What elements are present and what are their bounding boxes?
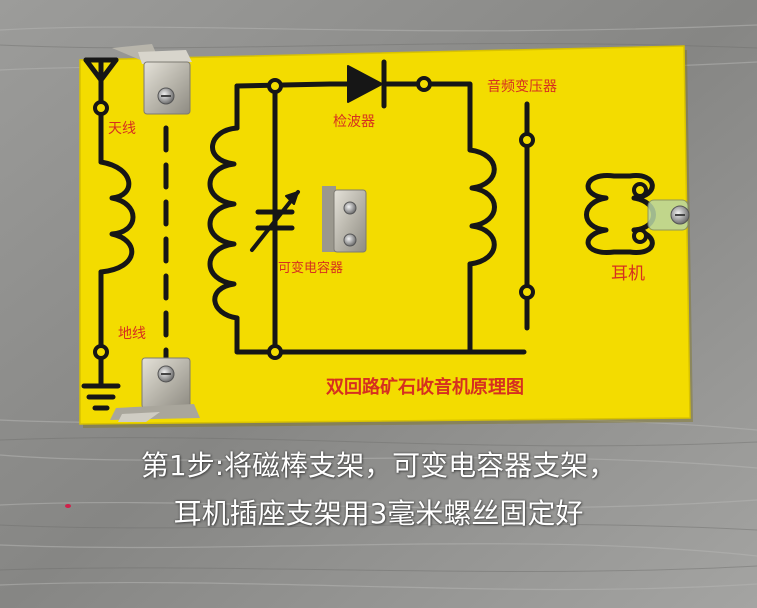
- antenna-coil: [98, 159, 136, 275]
- audio-transformer-label: 音频变压器: [487, 79, 557, 95]
- board-title: 双回路矿石收音机原理图: [326, 377, 524, 398]
- terminal-points: [93, 76, 648, 360]
- earphone-jack-bracket: [647, 199, 690, 231]
- red-speck: [65, 504, 71, 508]
- capacitor-bracket: [322, 186, 367, 253]
- bottom-rod-bracket: [110, 357, 200, 422]
- caption-line-1: 第1步:将磁棒支架，可变电容器支架，: [140, 449, 617, 482]
- variable-capacitor-label: 可变电容器: [278, 261, 344, 276]
- top-rod-bracket: [112, 44, 192, 115]
- transformer-primary-coil: [467, 147, 497, 267]
- tuning-coil: [207, 125, 240, 321]
- antenna-label: 天线: [108, 121, 136, 137]
- detector-label: 检波器: [333, 114, 375, 130]
- variable-capacitor-symbol: [250, 190, 300, 252]
- ground-label: 地线: [118, 326, 146, 342]
- earphone-label: 耳机: [611, 264, 645, 284]
- caption-line-2: 耳机插座支架用3毫米螺丝固定好: [173, 497, 584, 530]
- schematic-traces: [81, 57, 656, 411]
